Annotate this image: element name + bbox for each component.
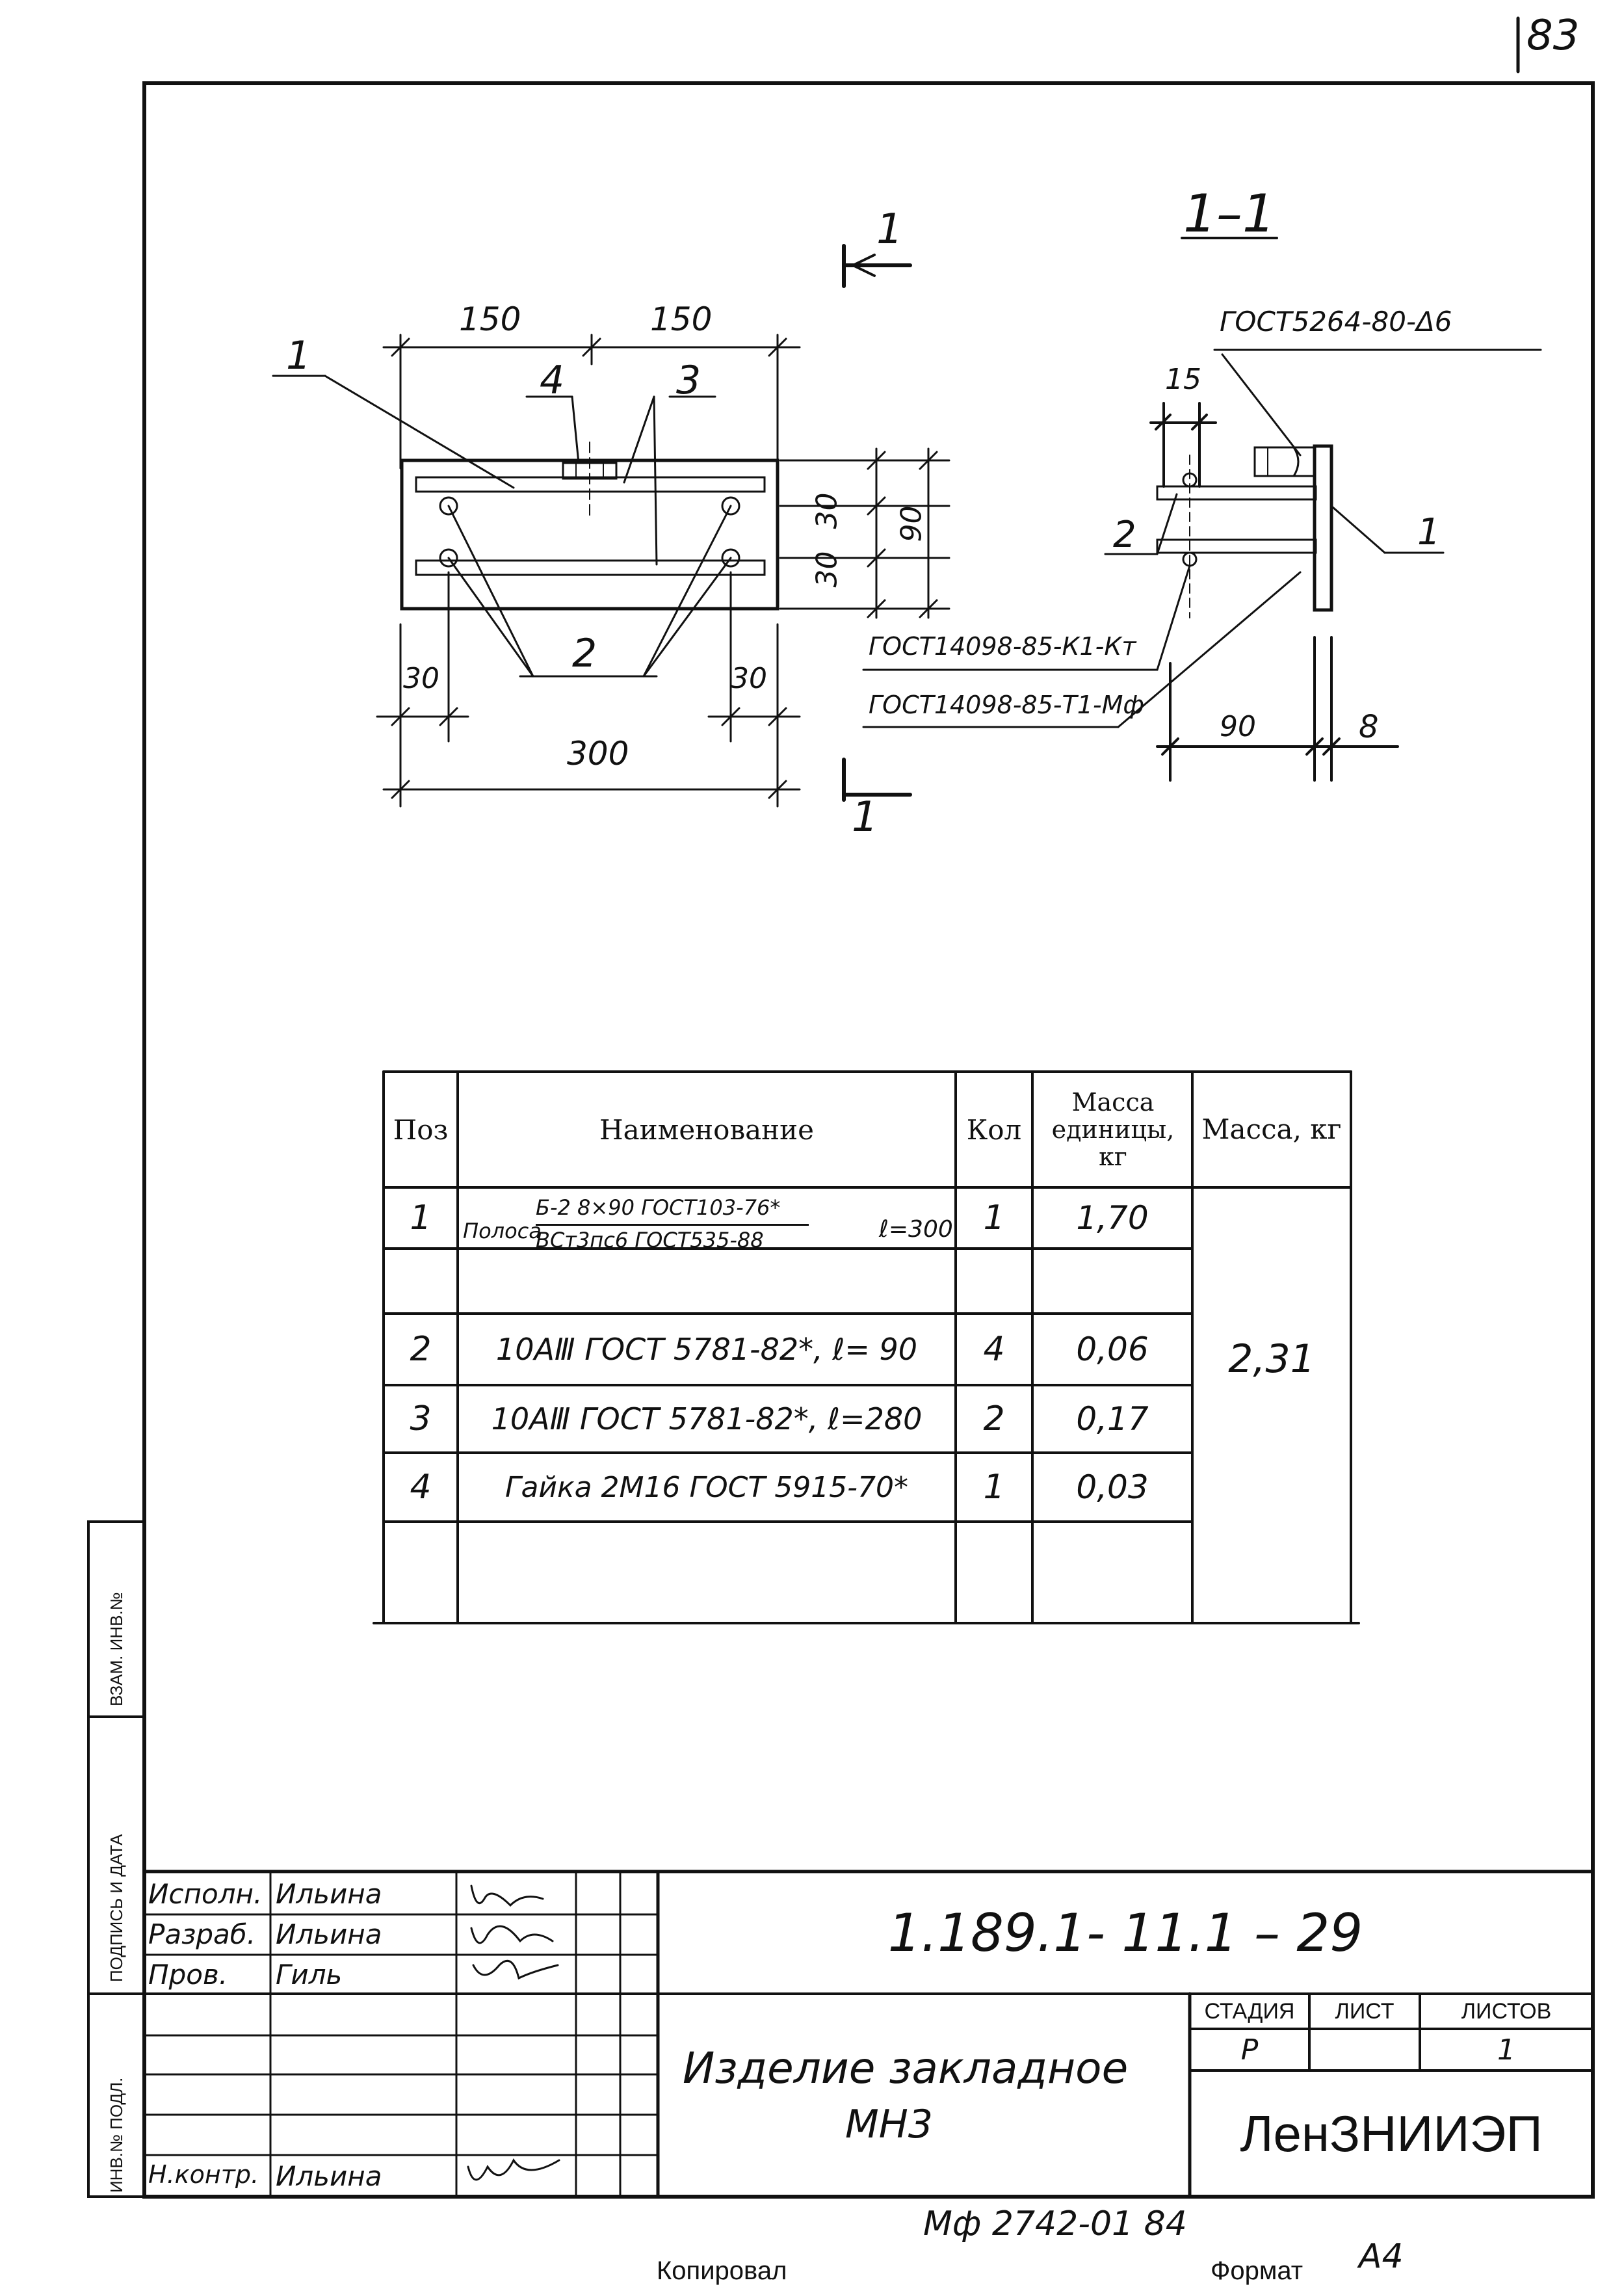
dim-30-left: 30 — [403, 662, 439, 695]
row1-name-den: ВСт3пс6 ГОСТ535-88 — [536, 1228, 764, 1252]
tb-item-name-1: Изделие закладное — [683, 2043, 1129, 2093]
page-number: 83 — [1526, 12, 1580, 60]
tb-name-1: Ильина — [276, 1878, 382, 1910]
tb-role-7: Н.контр. — [148, 2160, 259, 2189]
header-unit-mass: Масса единицы, кг — [1051, 1088, 1175, 1171]
dim-30-bottom: 30 — [810, 551, 844, 588]
tb-role-2: Разраб. — [148, 1918, 256, 1950]
tb-name-2: Ильина — [276, 1918, 382, 1950]
callout-2-front: 2 — [572, 631, 597, 676]
row1-unit-mass: 1,70 — [1076, 1199, 1149, 1237]
row1-name: Полоса Б-2 8×90 ГОСТ103-76* ВСт3пс6 ГОСТ… — [463, 1190, 954, 1307]
row1-qty: 1 — [983, 1198, 1005, 1237]
row4-pos: 4 — [410, 1468, 432, 1507]
weld-note-top: ГОСТ5264-80-Δ6 — [1220, 306, 1452, 337]
archive-code: Мф 2742-01 84 — [923, 2204, 1187, 2243]
dim-30-right: 30 — [731, 662, 767, 695]
row2-unit-mass: 0,06 — [1076, 1330, 1149, 1368]
section-mark-top: 1 — [876, 205, 903, 254]
section-marks — [842, 244, 912, 802]
callout-3-front: 3 — [676, 358, 701, 403]
header-pos: Поз — [393, 1113, 449, 1146]
side-leaders — [862, 349, 1542, 728]
row4-name: Гайка 2М16 ГОСТ 5915-70* — [504, 1470, 909, 1504]
tb-item-name-2: МН3 — [845, 2102, 934, 2147]
weld-note-t1: ГОСТ14098-85-Т1-Мф — [869, 691, 1144, 719]
header-qty: Кол — [966, 1113, 1022, 1146]
row2-name: 10АⅢ ГОСТ 5781-82*, ℓ= 90 — [495, 1332, 918, 1367]
row1-name-bar — [536, 1224, 809, 1226]
tb-doc-code: 1.189.1- 11.1 – 29 — [887, 1902, 1363, 1963]
row1-name-suffix: ℓ=300 — [879, 1216, 953, 1243]
tb-name-3: Гиль — [276, 1959, 343, 1991]
format-value: А4 — [1359, 2237, 1404, 2276]
row3-unit-mass: 0,17 — [1076, 1400, 1149, 1438]
row3-name: 10АⅢ ГОСТ 5781-82*, ℓ=280 — [491, 1401, 923, 1436]
tb-stage: Р — [1240, 2033, 1259, 2067]
tb-org: ЛенЗНИИЭП — [1240, 2104, 1543, 2162]
front-leaders — [272, 375, 732, 678]
tb-role-1: Исполн. — [148, 1878, 263, 1910]
tb-role-3: Пров. — [148, 1959, 228, 1991]
signatures — [467, 1885, 560, 2181]
tb-sheets-label: ЛИСТОВ — [1461, 1998, 1552, 2024]
section-mark-bottom: 1 — [852, 793, 878, 841]
callout-2-side: 2 — [1113, 514, 1136, 556]
callout-1-side: 1 — [1417, 511, 1441, 553]
side-stamp-sign-date: ПОДПИСЬ И ДАТА — [107, 1834, 126, 1982]
side-stamp-inv-podl: ИНВ.№ ПОДЛ. — [107, 2077, 126, 2193]
side-stamp-inv-vzam: ВЗАМ. ИНВ.№ — [107, 1592, 126, 1706]
dim-150-right: 150 — [650, 300, 713, 338]
side-stamp-grid — [87, 1520, 146, 2198]
callout-1-front: 1 — [286, 333, 311, 378]
format-label: Формат — [1211, 2256, 1303, 2285]
header-mass: Масса, кг — [1201, 1113, 1342, 1145]
tb-stage-label: СТАДИЯ — [1204, 1998, 1295, 2024]
row2-qty: 4 — [983, 1330, 1005, 1369]
dim-side-90: 90 — [1220, 710, 1256, 743]
section-title: 1–1 — [1183, 183, 1276, 244]
row1-name-num: Б-2 8×90 ГОСТ103-76* — [536, 1195, 781, 1220]
dim-30-top: 30 — [810, 492, 844, 529]
row3-pos: 3 — [410, 1399, 432, 1438]
callout-4-front: 4 — [540, 358, 565, 403]
row2-pos: 2 — [410, 1330, 432, 1369]
title-block-grid — [142, 1870, 1595, 2199]
front-view — [400, 442, 779, 611]
total-mass: 2,31 — [1228, 1336, 1315, 1382]
row3-qty: 2 — [983, 1399, 1005, 1438]
row1-pos: 1 — [410, 1198, 432, 1237]
row4-unit-mass: 0,03 — [1076, 1468, 1149, 1506]
side-section — [1149, 237, 1399, 782]
sheet-frame — [142, 81, 1595, 2199]
dim-150-left: 150 — [459, 300, 521, 338]
dim-300: 300 — [567, 735, 629, 773]
tb-sheet — [1309, 2029, 1420, 2071]
front-dimensions — [376, 334, 950, 808]
weld-note-k1: ГОСТ14098-85-К1-Кт — [869, 632, 1136, 661]
spec-table-grid — [373, 1070, 1360, 1624]
tb-sheets: 1 — [1497, 2033, 1515, 2067]
row4-qty: 1 — [983, 1468, 1005, 1507]
row1-name-prefix: Полоса — [463, 1219, 542, 1243]
tb-sheet-label: ЛИСТ — [1335, 1998, 1395, 2024]
header-name: Наименование — [599, 1113, 814, 1146]
dim-side-8: 8 — [1359, 709, 1379, 745]
copied-label: Копировал — [657, 2256, 787, 2285]
dim-15: 15 — [1165, 363, 1201, 396]
dim-90: 90 — [895, 505, 928, 542]
tb-name-7: Ильина — [276, 2160, 382, 2192]
